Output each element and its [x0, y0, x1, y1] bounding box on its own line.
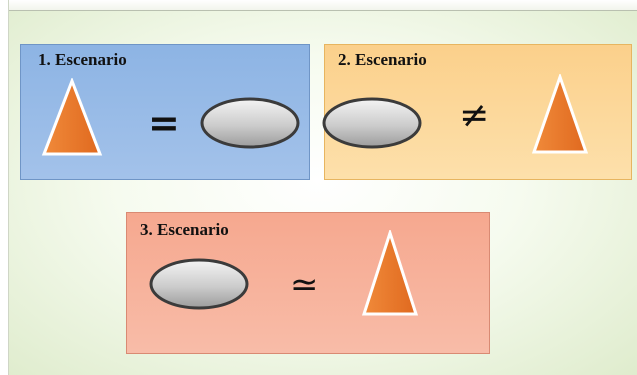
not-equal-symbol: ≠	[459, 95, 490, 136]
ellipse-icon	[200, 97, 300, 149]
equals-symbol: =	[148, 101, 180, 145]
approx-equal-symbol: ≃	[290, 265, 319, 305]
ellipse-icon	[149, 258, 249, 310]
scenario-3-title: 3. Escenario	[140, 220, 229, 239]
scenario-2-title: 2. Escenario	[338, 50, 427, 69]
cone-icon	[361, 230, 419, 316]
window-left-edge	[0, 0, 9, 375]
ellipse-icon	[322, 97, 422, 149]
cone-icon	[41, 78, 103, 156]
scenario-1-title: 1. Escenario	[38, 50, 127, 69]
cone-icon	[531, 74, 589, 154]
window-top-edge	[0, 0, 637, 11]
